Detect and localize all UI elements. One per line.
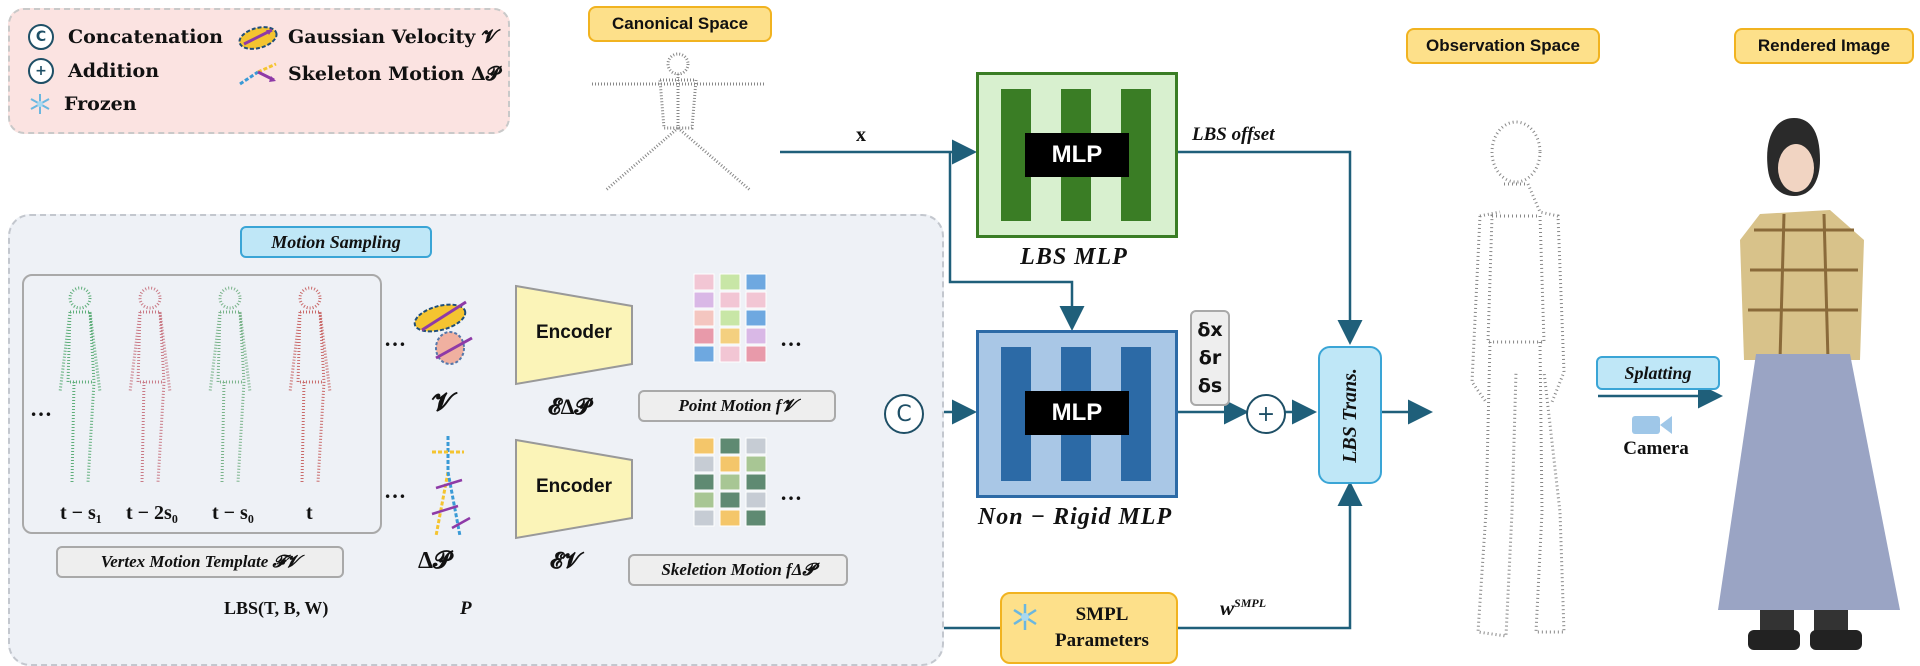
dp-symbol: Δ𝓟 xyxy=(418,548,451,574)
splatting-tag: Splatting xyxy=(1596,356,1720,390)
rendered-person-image xyxy=(1718,118,1900,650)
motion-body-figures xyxy=(58,286,332,483)
nonrigid-mlp-inner-label: MLP xyxy=(1025,391,1129,435)
lbs-formula-label: LBS(T, B, W) xyxy=(224,598,329,618)
lbs-offset-label: LBS offset xyxy=(1192,124,1275,145)
legend-frozen: Frozen xyxy=(28,92,137,116)
addition-op: + xyxy=(1246,394,1286,434)
p-label: P xyxy=(460,598,472,619)
legend-concatenation-label: Concatenation xyxy=(68,26,223,48)
body-figure-1 xyxy=(58,286,102,483)
camera-icon xyxy=(1632,416,1672,434)
smpl-params-box: SMPL Parameters xyxy=(1000,592,1178,664)
legend-addition: + Addition xyxy=(28,58,159,84)
skeleton-motion-glyph xyxy=(431,436,471,537)
w-smpl-sup: SMPL xyxy=(1234,596,1267,610)
time-label-3: t − s₀ xyxy=(212,502,254,524)
point-motion-cubes xyxy=(693,273,767,363)
skeleton-motion-tag: Skeletion Motion fΔ𝓟 xyxy=(628,554,848,586)
legend-addition-label: Addition xyxy=(68,60,160,82)
ellipsis-skeleton-feat: … xyxy=(780,480,802,505)
nonrigid-mlp-block: MLP xyxy=(976,330,1178,498)
legend-gaussian-velocity: Gaussian Velocity 𝓥 xyxy=(236,22,498,52)
legend-gaussian-velocity-label: Gaussian Velocity 𝓥 xyxy=(288,26,498,48)
smpl-line2: Parameters xyxy=(1055,630,1149,651)
encoder-top-shape xyxy=(515,284,633,386)
vertex-motion-template-tag: Vertex Motion Template 𝓕𝓥 xyxy=(56,546,344,578)
encoder-top-symbol: 𝓔Δ𝓟 xyxy=(548,394,591,419)
time-label-2: t − 2s₀ xyxy=(126,502,178,524)
time-label-4: t xyxy=(306,502,313,524)
concatenation-op: C xyxy=(884,394,924,434)
delta-params-box: δx δr δs xyxy=(1190,310,1230,406)
ellipsis-v: … xyxy=(384,326,406,351)
delta-s: δs xyxy=(1197,375,1223,397)
w-smpl-label: wSMPL xyxy=(1220,596,1266,621)
gaussian-ellipse-icon xyxy=(238,26,278,50)
lbs-mlp-caption: LBS MLP xyxy=(1020,244,1128,270)
rendered-image-tag: Rendered Image xyxy=(1734,28,1914,64)
concatenation-icon: C xyxy=(28,24,54,50)
w-smpl-base: w xyxy=(1220,596,1235,620)
legend-concatenation: C Concatenation xyxy=(28,24,223,50)
frozen-snowflake-icon xyxy=(1013,604,1037,630)
point-motion-tag: Point Motion f𝓥 xyxy=(638,390,836,422)
lbs-trans-block: LBS Trans. xyxy=(1318,346,1382,484)
lbs-trans-label: LBS Trans. xyxy=(1338,367,1361,463)
skeleton-motion-icon xyxy=(239,62,277,86)
lbs-mlp-inner-label: MLP xyxy=(1025,133,1129,177)
canonical-space-tag: Canonical Space xyxy=(588,6,772,42)
legend-frozen-label: Frozen xyxy=(64,93,137,115)
body-figure-3 xyxy=(208,286,252,483)
delta-r: δr xyxy=(1198,347,1222,369)
legend-skeleton-motion-label: Skeleton Motion Δ𝓟 xyxy=(288,63,500,85)
skeleton-motion-cubes xyxy=(693,437,767,527)
ellipsis-left: … xyxy=(30,396,52,421)
observation-body-figure xyxy=(1470,120,1566,638)
encoder-bottom-shape xyxy=(515,438,633,540)
ellipsis-point-feat: … xyxy=(780,326,802,351)
encoder-top-label: Encoder xyxy=(535,322,613,343)
gaussian-velocity-glyph xyxy=(413,300,473,365)
body-figure-4 xyxy=(288,286,332,483)
vertex-motion-template-box xyxy=(22,274,382,534)
legend-skeleton-motion: Skeleton Motion Δ𝓟 xyxy=(236,60,499,88)
camera-label: Camera xyxy=(1623,438,1689,459)
observation-space-tag: Observation Space xyxy=(1406,28,1600,64)
canonical-body-figure xyxy=(592,52,764,192)
lbs-mlp-block: MLP xyxy=(976,72,1178,238)
time-label-1: t − s₁ xyxy=(60,502,102,524)
snowflake-icon xyxy=(30,94,50,114)
addition-icon: + xyxy=(28,58,54,84)
x-label: x xyxy=(856,124,866,146)
ellipsis-dp: … xyxy=(384,478,406,503)
smpl-line1: SMPL xyxy=(1075,604,1129,625)
smpl-params-label: SMPL Parameters xyxy=(1032,602,1172,654)
delta-x: δx xyxy=(1197,319,1223,341)
body-figure-2 xyxy=(128,286,172,483)
motion-sampling-tag: Motion Sampling xyxy=(240,226,432,258)
nonrigid-mlp-caption: Non − Rigid MLP xyxy=(977,504,1173,530)
encoder-bottom-label: Encoder xyxy=(535,476,613,497)
v-symbol: 𝓥 xyxy=(432,388,454,417)
encoder-bottom-symbol: 𝓔𝓥 xyxy=(550,548,581,573)
